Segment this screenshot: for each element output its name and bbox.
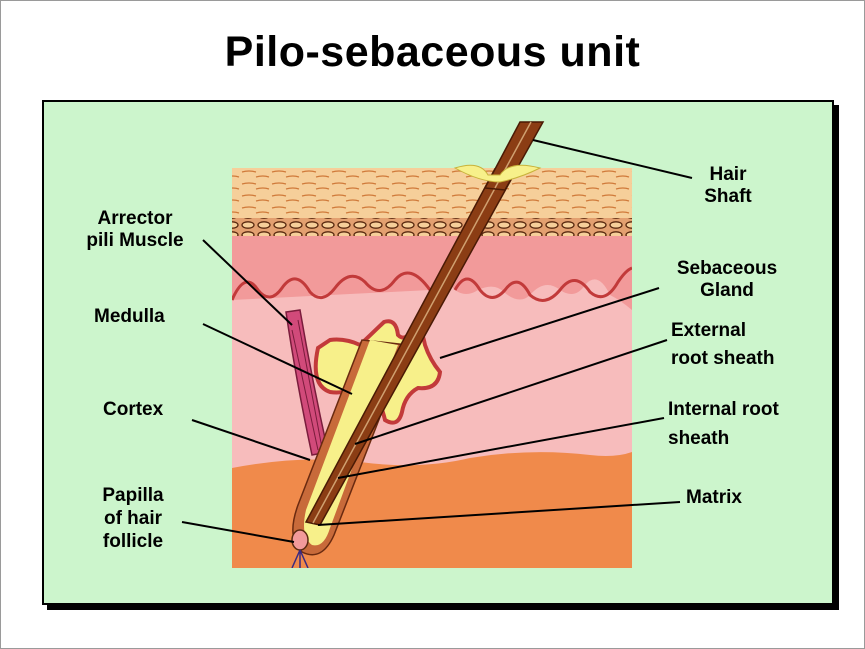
epidermis [232, 168, 632, 218]
label-arrector-2: pili Muscle [86, 230, 183, 251]
basal-layer [232, 218, 632, 236]
label-papilla: Papilla [102, 485, 164, 506]
label-medulla: Medulla [94, 306, 165, 327]
pointer-lines [181, 139, 693, 543]
label-matrix: Matrix [686, 487, 742, 508]
label-cortex: Cortex [103, 399, 164, 420]
subcutis [232, 452, 632, 568]
label-hair-shaft-2: Shaft [704, 186, 752, 207]
label-external: External [671, 320, 746, 341]
label-arrector: Arrector [98, 208, 174, 229]
label-papilla-2: of hair [104, 508, 163, 529]
label-external-2: root sheath [671, 348, 774, 369]
label-internal-2: sheath [668, 428, 729, 449]
papilla [291, 529, 309, 551]
label-papilla-3: follicle [103, 531, 163, 552]
skin-block [232, 168, 632, 568]
label-internal: Internal root [668, 399, 780, 420]
page-title: Pilo-sebaceous unit [224, 28, 641, 76]
label-sebaceous-2: Gland [700, 280, 754, 301]
label-hair-shaft: Hair [710, 164, 748, 185]
label-sebaceous: Sebaceous [677, 258, 777, 279]
